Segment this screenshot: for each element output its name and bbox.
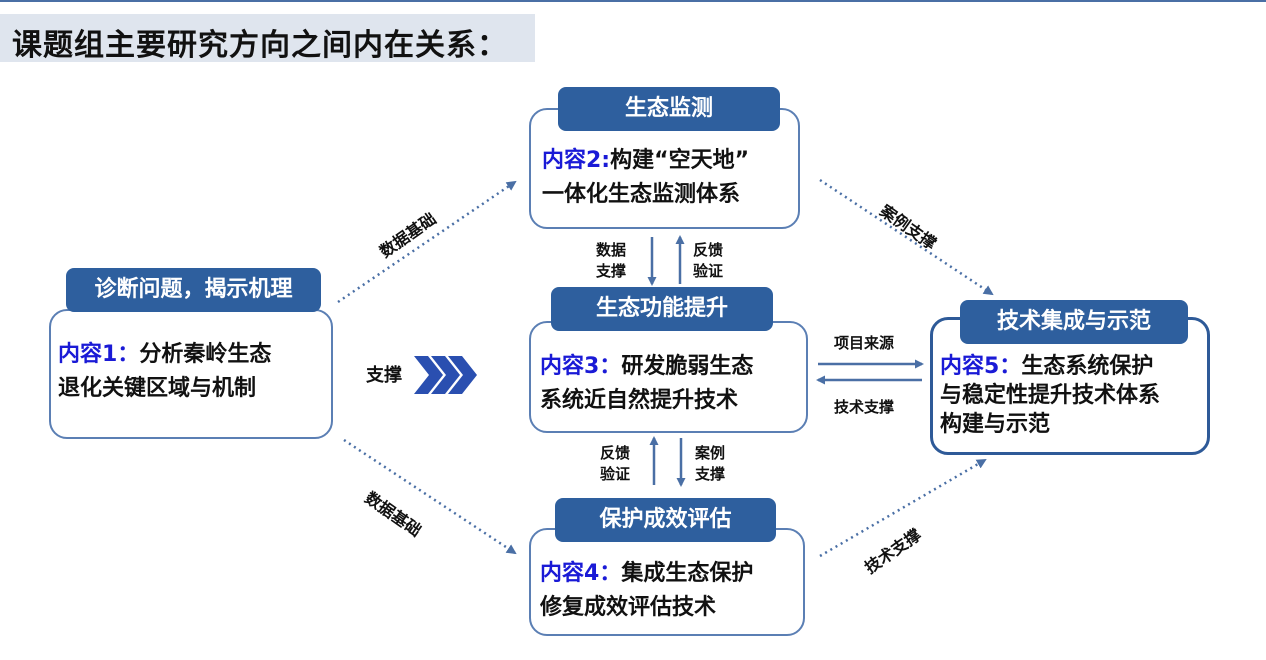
arrow-diagnose-to-assess [343,438,517,555]
arrow-assess-to-integrate [819,458,987,558]
edge-label-support: 支撑 [366,365,402,386]
arrow-diagnose-to-monitor [337,180,517,304]
node-diagnose-title: 诊断问题，揭示机理 [66,268,321,312]
node-assess-content: 内容4：集成生态保护 修复成效评估技术 [540,561,754,620]
edge-label-data-support: 数据支撑 [596,241,627,280]
node-diagnose-content: 内容1：分析秦岭生态 退化关键区域与机制 [58,342,272,401]
edge-label-project-source: 项目来源 [834,334,895,352]
edge-label-tech-support-right: 技术支撑 [834,398,895,416]
node-function-content: 内容3：研发脆弱生态 系统近自然提升技术 [540,354,754,413]
node-monitor-title: 生态监测 [558,87,780,131]
edge-label-case-support-lower: 案例支撑 [695,444,726,483]
node-integrate-content: 内容5：生态系统保护 与稳定性提升技术体系 构建与示范 [940,354,1161,437]
page-title: 课题组主要研究方向之间内在关系： [12,28,508,63]
arrow-monitor-to-integrate [819,178,994,296]
node-assess [529,528,805,636]
node-integrate-title: 技术集成与示范 [960,300,1188,344]
node-monitor-content: 内容2:构建“空天地” 一体化生态监测体系 [542,148,750,207]
edge-label-feedback-lower: 反馈验证 [600,444,631,483]
node-function [529,321,808,433]
node-diagnose [49,309,333,439]
node-assess-title: 保护成效评估 [555,498,776,542]
title-banner [0,14,535,62]
node-function-title: 生态功能提升 [551,287,773,331]
top-rule [0,0,1266,2]
chevron-arrow-icon [414,356,477,394]
edge-label-feedback-upper: 反馈验证 [693,241,724,280]
